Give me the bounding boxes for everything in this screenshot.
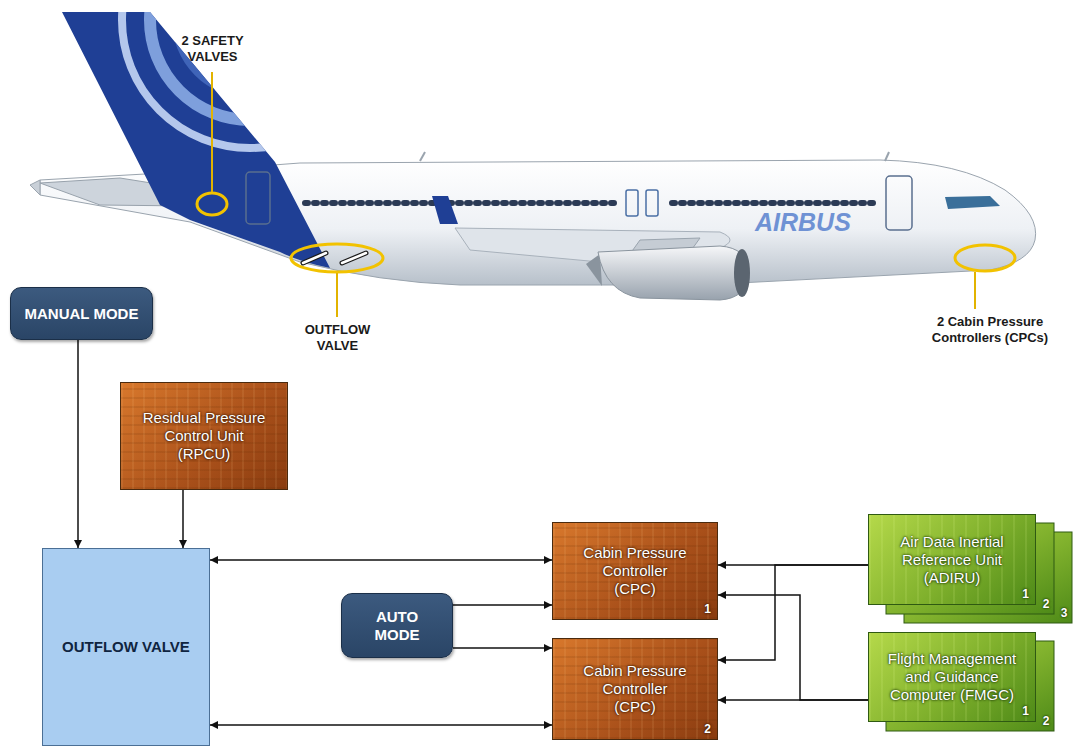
callout-ring: [291, 244, 383, 272]
callout-label: 2 SAFETY VALVES: [160, 33, 265, 65]
leader-line: [336, 273, 338, 317]
valve-symbol: [342, 253, 366, 263]
unit-number: 1: [704, 602, 711, 616]
wing-tip-fence: [432, 196, 458, 224]
controller-box: Cabin Pressure Controller (CPC) 1: [552, 522, 718, 620]
signal-arrow: [182, 490, 184, 548]
cabin-windows: [672, 200, 878, 206]
unit-number: 2: [1040, 714, 1052, 728]
mode-box: AUTO MODE: [341, 593, 453, 658]
leader-line: [211, 72, 213, 192]
signal-arrow: [77, 340, 79, 548]
rear-door: [246, 172, 270, 224]
tail-swoosh: [122, 0, 378, 148]
computer-card: Air Data Inertial Reference Unit (ADIRU)…: [868, 514, 1036, 605]
box-label: Cabin Pressure Controller (CPC): [582, 662, 688, 716]
valve-symbol: [303, 253, 326, 263]
unit-number: 2: [704, 722, 711, 736]
callout-ring: [955, 245, 1015, 271]
cabin-windows: [305, 200, 618, 206]
signal-arrow: [210, 724, 552, 726]
tail-cone: [30, 180, 40, 195]
callout-label: OUTFLOW VALVE: [290, 322, 385, 354]
callout-label: 2 Cabin Pressure Controllers (CPCs): [910, 314, 1070, 346]
box-label: Cabin Pressure Controller (CPC): [582, 544, 688, 598]
controller-box: Residual Pressure Control Unit (RPCU): [120, 382, 288, 490]
unit-number: 3: [1058, 606, 1070, 620]
front-door: [886, 176, 912, 230]
box-label: OUTFLOW VALVE: [62, 638, 190, 656]
signal-arrow: [718, 595, 868, 700]
brand-text: AIRBUS: [755, 208, 885, 237]
box-label: Flight Management and Guidance Computer …: [880, 650, 1025, 704]
emergency-exit: [626, 190, 638, 216]
box-label: MANUAL MODE: [25, 305, 139, 323]
antenna: [420, 152, 425, 161]
antenna: [885, 152, 889, 161]
mode-box: MANUAL MODE: [10, 287, 153, 340]
signal-arrow: [718, 565, 868, 660]
box-label: AUTO MODE: [367, 608, 427, 644]
callout-ring: [197, 193, 227, 215]
signal-arrow: [453, 604, 552, 606]
signal-arrow: [718, 699, 868, 701]
unit-number: 1: [1022, 704, 1029, 718]
box-label: Residual Pressure Control Unit (RPCU): [139, 409, 269, 463]
computer-card: Flight Management and Guidance Computer …: [868, 632, 1036, 722]
leader-line: [974, 272, 976, 309]
signal-arrow: [210, 559, 552, 561]
unit-number: 1: [1022, 587, 1029, 601]
emergency-exit: [646, 190, 658, 216]
box-label: Air Data Inertial Reference Unit (ADIRU): [887, 533, 1017, 587]
unit-number: 2: [1040, 597, 1052, 611]
valve-symbol: [342, 253, 366, 263]
valve-box: OUTFLOW VALVE: [42, 548, 210, 746]
cockpit-windows: [945, 196, 1000, 209]
engine-intake: [734, 249, 750, 297]
controller-box: Cabin Pressure Controller (CPC) 2: [552, 638, 718, 740]
engine-nacelle: [598, 246, 748, 300]
valve-symbol: [303, 253, 326, 263]
signal-arrow: [453, 647, 552, 649]
